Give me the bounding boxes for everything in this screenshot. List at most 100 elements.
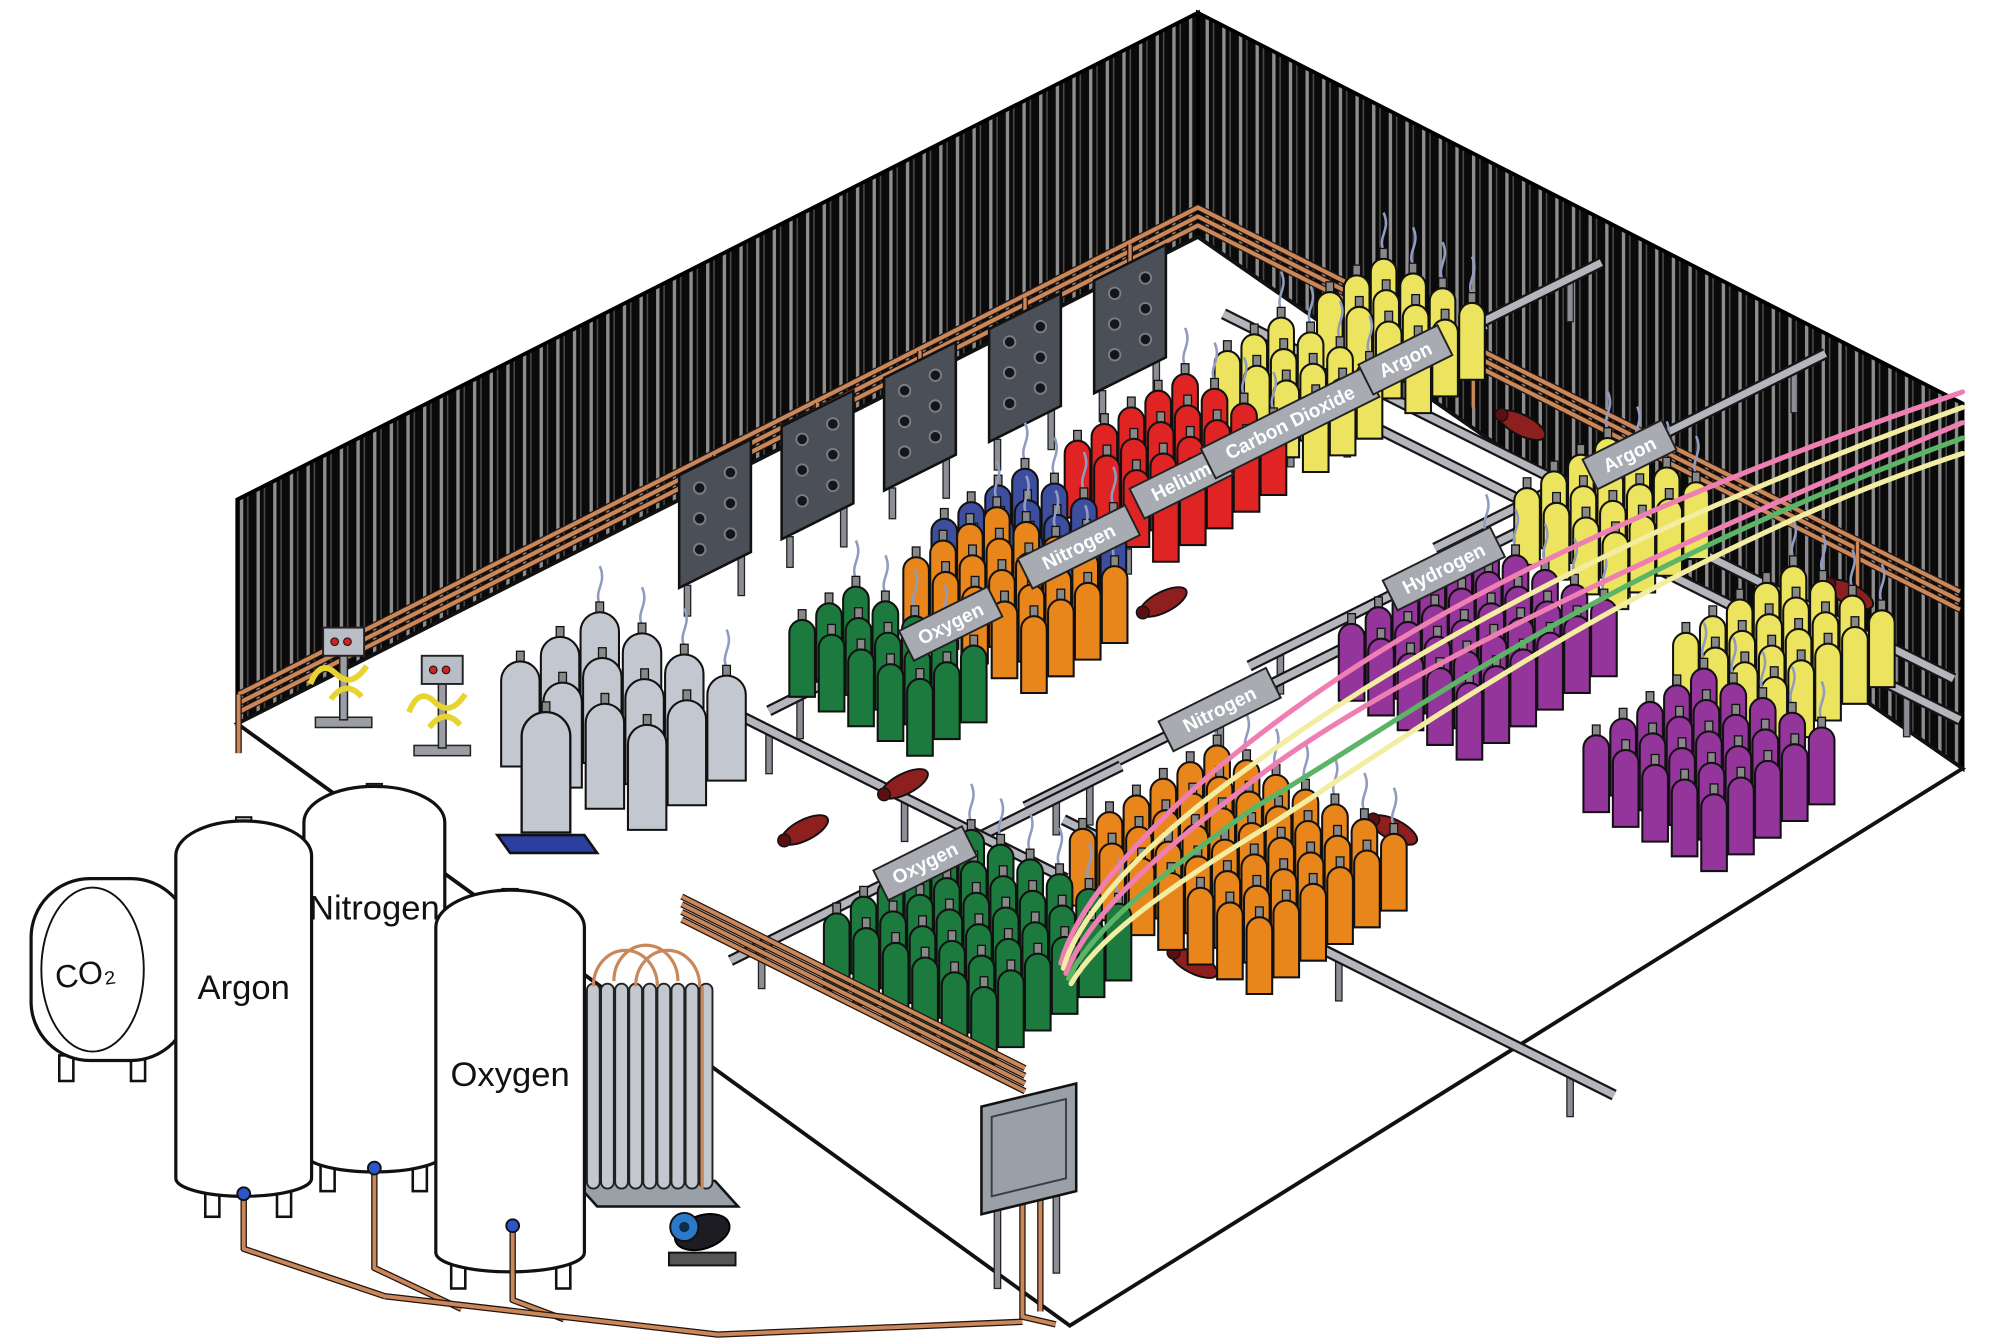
pump-base [667, 1251, 737, 1267]
rail-leg [1790, 370, 1799, 414]
pigtail-hose [596, 565, 604, 606]
rail-leg [1334, 959, 1343, 1002]
gas-cylinder [1216, 901, 1244, 981]
floor-pipe [680, 910, 1026, 1086]
pigtail-hose [1086, 842, 1093, 882]
gas-cylinder [847, 648, 875, 728]
bundle-tube [656, 982, 672, 1190]
rail-leg [1566, 280, 1574, 323]
pigtail-hose [1307, 285, 1315, 326]
gas-cylinder [997, 969, 1025, 1049]
station-indicator [343, 637, 352, 647]
bulk-storage-tanks: CO₂ Nitrogen Argon Oxygen [29, 782, 586, 1290]
gas-cylinder [1353, 849, 1381, 929]
pigtail-hose [997, 798, 1005, 838]
pigtail-hose [1693, 435, 1700, 476]
pigtail-hose [968, 783, 975, 823]
manifold-port [928, 399, 943, 413]
pigtail-hose [1270, 371, 1278, 411]
pigtail-hose [1022, 422, 1029, 462]
pigtail-hose [1390, 787, 1398, 827]
torpedo-cap [1135, 605, 1150, 620]
gas-cylinder [1023, 952, 1052, 1032]
pigtail-hose [1241, 356, 1248, 397]
gas-cylinder [1073, 581, 1102, 661]
gas-cylinder [1841, 625, 1869, 705]
gas-cylinder [1396, 652, 1425, 732]
gas-cylinder [1868, 609, 1896, 689]
pigtail-hose [1604, 391, 1612, 431]
manifold-port [1138, 301, 1153, 316]
torpedo-cap [777, 833, 792, 848]
manifold-port [826, 417, 840, 431]
pigtail-hose [1110, 466, 1117, 506]
gas-sign-nitrogen-rail-2: Nitrogen [1157, 666, 1283, 753]
manifold-port [795, 463, 809, 477]
tank-valve [505, 1218, 521, 1234]
gas-cylinder [1272, 899, 1301, 979]
distribution-panel-inset [990, 1097, 1067, 1198]
manifold-port [1138, 271, 1153, 285]
rail-leg [1902, 695, 1911, 738]
floor-pipe [680, 902, 1026, 1078]
pigtail-hose [1410, 226, 1417, 267]
manifold-port [897, 414, 912, 429]
pigtail-hose [1027, 812, 1034, 853]
pigtail-hose [1052, 490, 1060, 530]
manifold-port [723, 465, 738, 480]
sign-board [1357, 323, 1454, 396]
manifold-port [1107, 317, 1122, 331]
gas-cylinder [1700, 793, 1728, 873]
gas-cylinder [1513, 487, 1541, 566]
gas-cylinder [1727, 776, 1755, 856]
panel-leg [1052, 1185, 1061, 1274]
gas-cylinder [584, 702, 626, 810]
pigtail-hose [1081, 451, 1088, 492]
pigtail-hose [1469, 256, 1476, 296]
sign-board [872, 825, 979, 902]
pigtail-hose [1512, 508, 1520, 549]
bundle-tube [670, 982, 686, 1190]
pigtail-hose [1878, 563, 1886, 604]
sign-board [1157, 666, 1283, 753]
tank-valve [366, 1160, 382, 1176]
rail-leg [1566, 1074, 1574, 1118]
pigtail-hose [1211, 342, 1219, 382]
rail-leg [796, 697, 804, 740]
torpedo-manifold [877, 768, 929, 802]
cylinder-bank [902, 460, 1129, 695]
manifold-port [692, 512, 707, 526]
rail-leg [1085, 783, 1094, 826]
pigtail-hose [1789, 666, 1796, 706]
floor-pipe [680, 894, 1026, 1070]
gas-cylinder [666, 699, 708, 807]
manifold-port [826, 478, 840, 493]
blue-scale-base [494, 833, 600, 855]
manifold-port [826, 447, 840, 462]
argon-tank-body [174, 819, 314, 1198]
panel-leg [888, 487, 897, 520]
manifold-panel-layer [677, 242, 1168, 617]
gas-cylinder [959, 644, 988, 724]
torpedo-manifold [1135, 586, 1188, 620]
tank-pipe [241, 1197, 386, 1298]
yellow-hose [328, 685, 364, 702]
manifold-port [692, 542, 707, 557]
transfer-hose [1063, 420, 1966, 976]
gas-cylinder [1020, 615, 1048, 695]
tank-pipe-outline [384, 1292, 1023, 1338]
pigtail-hose [993, 460, 1001, 501]
tip-pipe [1020, 1191, 1057, 1327]
manifold-port [795, 432, 809, 447]
manifold-port [1107, 286, 1122, 301]
pigtail-hose [1790, 519, 1798, 559]
pump-hub [679, 1221, 690, 1233]
gas-cylinder [902, 556, 930, 636]
gas-cylinder [1458, 301, 1486, 381]
manifold-port [897, 445, 912, 459]
fill-station-layer [307, 626, 472, 757]
manifold-port [1107, 348, 1122, 362]
pigtail-hose [1759, 651, 1767, 691]
tank-pipe [384, 1294, 1023, 1337]
